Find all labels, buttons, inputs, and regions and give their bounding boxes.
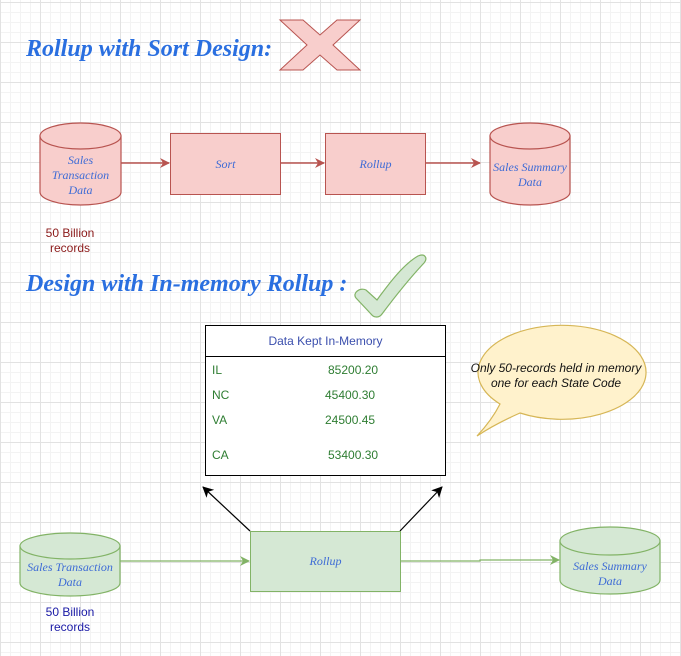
state-code: NC bbox=[212, 388, 230, 402]
label-line: Sales bbox=[67, 152, 94, 167]
callout-text: Only 50-records held in memory one for e… bbox=[463, 361, 649, 391]
note-line: records bbox=[49, 241, 90, 255]
sales-summary-cylinder-red bbox=[489, 122, 571, 206]
rollup-step-box-red: Rollup bbox=[325, 133, 426, 195]
state-value: 85200.20 bbox=[328, 363, 379, 377]
sales-transaction-label-green: Sales Transaction Data bbox=[20, 559, 120, 591]
memory-table: Data Kept In-Memory IL 85200.20 NC 45400… bbox=[205, 325, 446, 476]
arrow-rollup-to-memory-left bbox=[202, 486, 251, 532]
state-code: VA bbox=[212, 413, 228, 427]
label-line: Sales Transaction bbox=[27, 560, 113, 574]
label-line: Data bbox=[58, 575, 82, 589]
rollup-step-box-green: Rollup bbox=[250, 531, 401, 592]
callout-line: one for each State Code bbox=[490, 376, 622, 390]
callout-line: Only 50-records held in memory bbox=[470, 361, 642, 375]
note-line: records bbox=[49, 620, 90, 634]
section1-heading: Rollup with Sort Design: bbox=[26, 36, 273, 62]
checkmark-icon bbox=[354, 254, 427, 318]
sales-transaction-label-red: Sales Transaction Data bbox=[40, 150, 121, 200]
note-line: 50 Billion bbox=[45, 226, 95, 240]
sales-transaction-cylinder-red bbox=[39, 122, 122, 206]
state-value: 45400.30 bbox=[325, 388, 376, 402]
sales-summary-label-green: Sales Summary Data bbox=[560, 558, 660, 590]
sort-label: Sort bbox=[215, 156, 236, 171]
label-line: Sales Summary bbox=[493, 160, 567, 174]
rollup-label: Rollup bbox=[359, 156, 392, 171]
sort-step-box: Sort bbox=[170, 133, 281, 195]
memory-table-title: Data Kept In-Memory bbox=[206, 326, 445, 357]
state-code: IL bbox=[212, 363, 223, 377]
state-code: CA bbox=[212, 448, 229, 462]
label-line: Data bbox=[598, 574, 622, 588]
label-line: Sales Summary bbox=[573, 559, 647, 573]
rollup-label: Rollup bbox=[309, 554, 342, 568]
sales-transaction-cylinder-green bbox=[19, 532, 121, 597]
record-count-note-blue: 50 Billion records bbox=[30, 605, 110, 635]
section2-heading: Design with In-memory Rollup : bbox=[26, 271, 348, 297]
sales-summary-label-red: Sales Summary Data bbox=[490, 158, 570, 192]
state-value: 53400.30 bbox=[328, 448, 379, 462]
sales-summary-cylinder-green bbox=[559, 526, 661, 595]
note-line: 50 Billion bbox=[45, 605, 95, 619]
callout-bubble bbox=[476, 324, 647, 437]
cross-icon bbox=[278, 19, 362, 71]
arrow-rollup-to-summary-green bbox=[400, 555, 560, 565]
label-line: Transaction bbox=[51, 167, 110, 182]
record-count-note-red: 50 Billion records bbox=[30, 226, 110, 256]
state-value: 24500.45 bbox=[325, 413, 376, 427]
arrow-rollup-to-memory-right bbox=[399, 486, 443, 532]
label-line: Data bbox=[518, 175, 542, 189]
label-line: Data bbox=[68, 182, 93, 197]
